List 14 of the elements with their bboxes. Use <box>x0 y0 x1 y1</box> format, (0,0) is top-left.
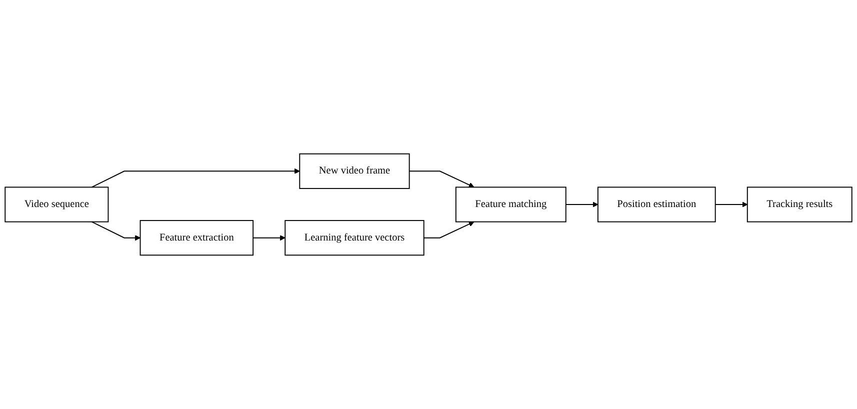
node-box: Feature extraction <box>140 220 254 256</box>
arrow <box>91 168 300 188</box>
arrow <box>408 170 474 188</box>
node-box: Position estimation <box>597 186 716 222</box>
arrow <box>91 221 141 241</box>
arrow <box>565 202 598 208</box>
node-box: New video frame <box>299 153 410 189</box>
arrow <box>423 221 474 238</box>
node-box: Video sequence <box>4 186 109 222</box>
arrow <box>714 202 748 208</box>
node-box: Tracking results <box>746 186 852 222</box>
node-box: Feature matching <box>455 186 566 222</box>
node-box: Learning feature vectors <box>284 220 424 256</box>
arrow <box>252 235 286 241</box>
